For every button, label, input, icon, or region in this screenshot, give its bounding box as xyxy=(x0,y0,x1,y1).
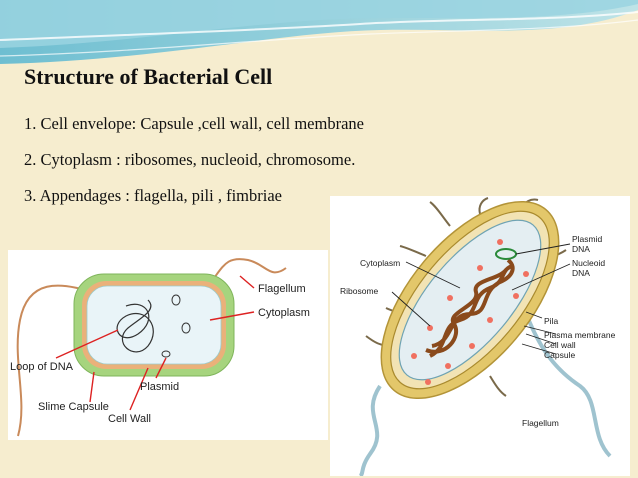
cytoplasm-right-shape xyxy=(398,219,542,381)
label-cell-wall-right: Cell wall xyxy=(544,340,576,350)
label-pila: Pila xyxy=(544,316,558,326)
loop-of-dna-shape xyxy=(116,299,154,353)
label-flagellum: Flagellum xyxy=(258,283,306,295)
bacterial-cell-diagram-detailed: Cytoplasm Ribosome Plasmid DNA Nucleoid … xyxy=(330,196,630,476)
bullet-cytoplasm: 2. Cytoplasm : ribosomes, nucleoid, chro… xyxy=(24,150,356,169)
label-nucleoid-dna-line1: Nucleoid xyxy=(572,258,605,268)
bullet-cell-envelope: 1. Cell envelope: Capsule ,cell wall, ce… xyxy=(24,114,364,133)
bacterial-cell-diagram-simple: Flagellum Cytoplasm Loop of DNA Plasmid … xyxy=(8,250,328,440)
label-slime-capsule: Slime Capsule xyxy=(38,401,109,413)
label-cell-wall-left: Cell Wall xyxy=(108,413,151,425)
label-ribosome: Ribosome xyxy=(340,286,379,296)
label-cytoplasm-right: Cytoplasm xyxy=(360,258,400,268)
label-loop-of-dna: Loop of DNA xyxy=(10,361,74,373)
label-cytoplasm-left: Cytoplasm xyxy=(258,307,310,319)
label-plasmid-dna-line1: Plasmid xyxy=(572,234,603,244)
header-wave-decoration xyxy=(0,0,638,64)
label-capsule: Capsule xyxy=(544,350,575,360)
cytoplasm-shape xyxy=(86,285,222,365)
flagellum-strand xyxy=(16,258,287,437)
nucleoid-dna-shape xyxy=(425,258,515,358)
label-plasma-membrane: Plasma membrane xyxy=(544,330,616,340)
label-nucleoid-dna-line2: DNA xyxy=(572,268,590,278)
ribosome-dots xyxy=(411,239,529,385)
plasmid-shape xyxy=(161,350,171,358)
label-plasmid-left: Plasmid xyxy=(140,381,179,393)
slide-title: Structure of Bacterial Cell xyxy=(24,64,273,89)
label-flagellum-right: Flagellum xyxy=(522,418,559,428)
bullet-appendages: 3. Appendages : flagella, pili , fimbria… xyxy=(24,186,282,205)
label-plasmid-dna-line2: DNA xyxy=(572,244,590,254)
